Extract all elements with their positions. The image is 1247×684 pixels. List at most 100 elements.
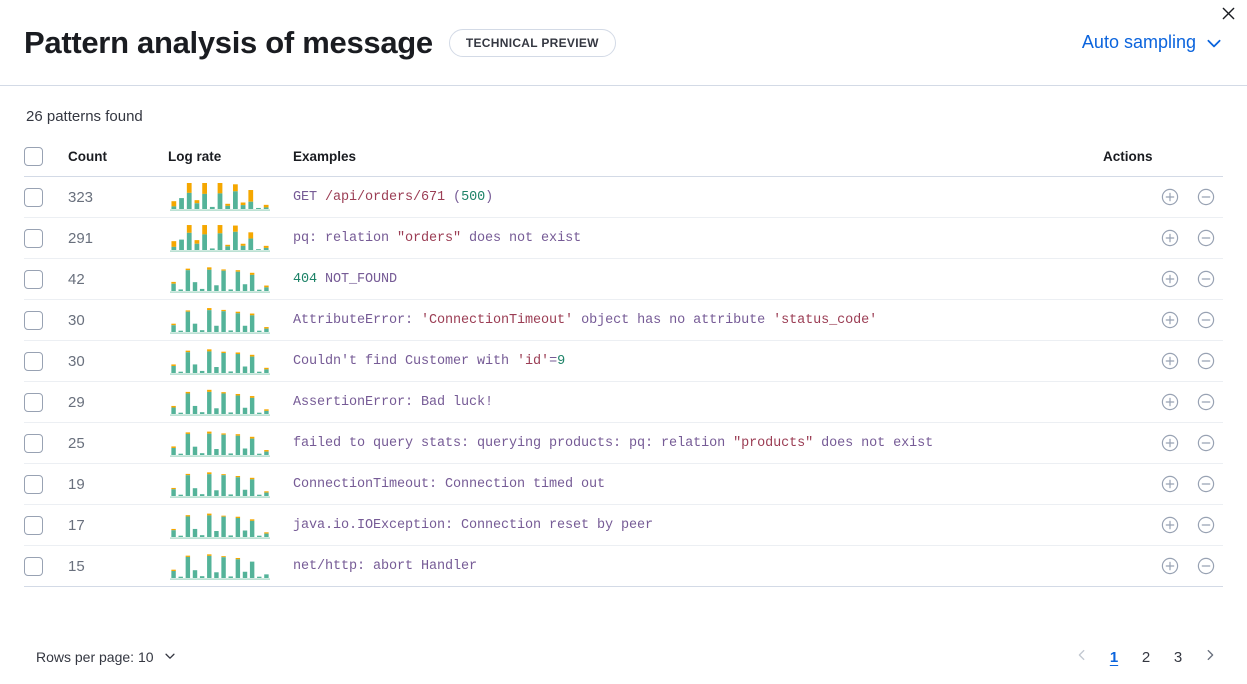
row-checkbox[interactable] [24,474,43,494]
example-token-dim: does not exist [461,230,582,246]
column-header-examples[interactable]: Examples [293,147,1103,177]
flyout-body: 26 patterns found Count Log rate Example… [0,86,1247,587]
auto-sampling-button[interactable]: Auto sampling [1082,32,1223,53]
plus-in-circle-icon[interactable] [1161,516,1179,534]
minus-in-circle-icon[interactable] [1197,393,1215,411]
row-example-cell: failed to query stats: querying products… [293,422,1103,464]
example-token-dim: AttributeError: [293,312,422,328]
row-checkbox[interactable] [24,392,43,412]
row-checkbox[interactable] [24,556,43,576]
plus-in-circle-icon[interactable] [1161,475,1179,493]
minus-in-circle-icon[interactable] [1197,475,1215,493]
column-header-log-rate[interactable]: Log rate [168,147,293,177]
plus-in-circle-icon[interactable] [1161,557,1179,575]
rows-per-page-button[interactable]: Rows per page: 10 [24,649,177,666]
example-token-dim: NOT_FOUND [317,271,398,287]
minus-in-circle-icon[interactable] [1197,270,1215,288]
minus-in-circle-icon[interactable] [1197,188,1215,206]
row-checkbox[interactable] [24,351,43,371]
row-log-rate [168,504,293,546]
minus-in-circle-icon[interactable] [1197,311,1215,329]
minus-in-circle-icon[interactable] [1197,352,1215,370]
minus-in-circle-icon[interactable] [1197,229,1215,247]
row-actions-cell [1103,299,1223,341]
patterns-found-count: 26 patterns found [26,108,143,125]
example-token-dim: ConnectionTimeout: Connection timed out [293,476,606,492]
plus-in-circle-icon[interactable] [1161,311,1179,329]
row-checkbox[interactable] [24,515,43,535]
log-rate-sparkline [170,554,270,580]
log-rate-sparkline [170,472,270,498]
row-actions-cell [1103,545,1223,587]
example-token-num: 9 [557,353,566,369]
sparkline-wrapper [168,347,293,375]
page-title: Pattern analysis of message [24,25,433,60]
pagination-next-button[interactable] [1197,644,1223,670]
column-header-count[interactable]: Count [68,147,168,177]
plus-in-circle-icon[interactable] [1161,393,1179,411]
minus-in-circle-icon[interactable] [1197,516,1215,534]
log-rate-sparkline [170,513,270,539]
flyout-header: Pattern analysis of message TECHNICAL PR… [0,0,1247,86]
example-token-dim: Couldn't find Customer with [293,353,518,369]
row-example-message: AttributeError: 'ConnectionTimeout' obje… [293,313,1103,328]
row-select-cell [24,545,68,587]
pagination-page-3[interactable]: 3 [1165,644,1191,670]
row-checkbox[interactable] [24,187,43,207]
row-count: 15 [68,545,168,587]
sparkline-wrapper [168,511,293,539]
rows-per-page-label: Rows per page: 10 [36,649,154,665]
example-token-dim: GET [293,189,326,205]
row-log-rate [168,299,293,341]
row-checkbox[interactable] [24,310,43,330]
row-example-cell: 404 NOT_FOUND [293,258,1103,300]
chevron-left-icon [1075,648,1089,666]
minus-in-circle-icon[interactable] [1197,557,1215,575]
row-log-rate [168,545,293,587]
minus-in-circle-icon[interactable] [1197,434,1215,452]
example-token-dim: java.io.IOException: Connection reset by… [293,517,654,533]
row-checkbox[interactable] [24,228,43,248]
plus-in-circle-icon[interactable] [1161,352,1179,370]
sparkline-wrapper [168,306,293,334]
close-button[interactable] [1215,2,1241,28]
plus-in-circle-icon[interactable] [1161,270,1179,288]
row-log-rate [168,381,293,423]
row-actions-cell [1103,340,1223,382]
example-token-str: 'status_code' [773,312,878,328]
row-log-rate [168,258,293,300]
plus-in-circle-icon[interactable] [1161,229,1179,247]
row-actions-cell [1103,504,1223,546]
plus-in-circle-icon[interactable] [1161,434,1179,452]
pagination-page-1[interactable]: 1 [1101,644,1127,670]
row-log-rate [168,217,293,259]
select-all-checkbox[interactable] [24,147,43,166]
pagination-prev-button[interactable] [1069,644,1095,670]
row-actions-cell [1103,381,1223,423]
example-token-dim: = [549,353,558,369]
row-checkbox[interactable] [24,433,43,453]
log-rate-sparkline [170,267,270,293]
row-example-cell: AssertionError: Bad luck! [293,381,1103,423]
row-select-cell [24,504,68,546]
row-checkbox[interactable] [24,269,43,289]
row-select-cell [24,422,68,464]
plus-in-circle-icon[interactable] [1161,188,1179,206]
example-token-dim: ) [485,189,494,205]
pagination-page-2[interactable]: 2 [1133,644,1159,670]
example-token-str: /api/orders/671 [325,189,446,205]
sparkline-wrapper [168,552,293,580]
